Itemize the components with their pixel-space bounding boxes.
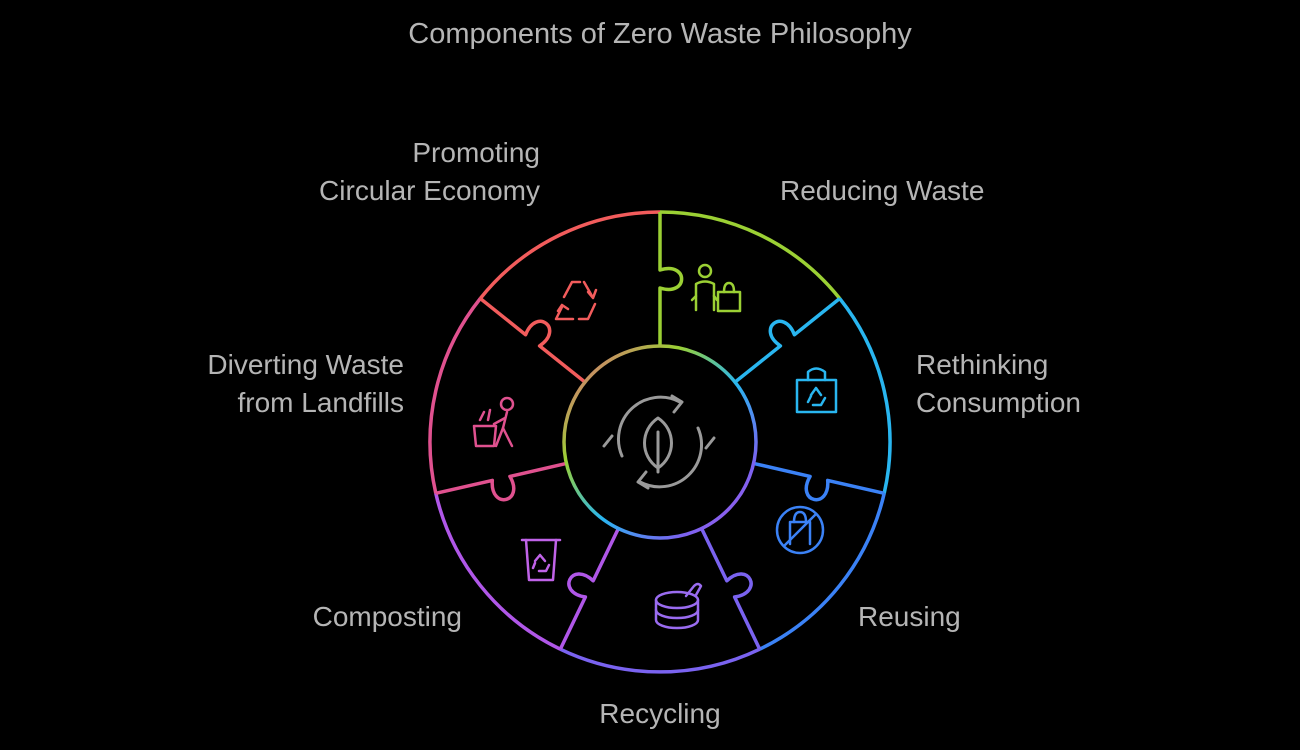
recycling-bag-icon [795,367,838,414]
segment-circular-economy-outer[interactable] [478,210,661,300]
person-pushing-bin-icon [472,396,515,448]
divider-reducing-rethinking [733,297,841,384]
segment-reducing-waste-outer[interactable] [659,210,842,300]
segment-diverting-waste-outer[interactable] [428,297,482,494]
label-reducing-waste: Reducing Waste [780,175,985,206]
center-circle [562,344,758,540]
leaf-cycle-icon [602,394,716,490]
no-plastic-bag-icon [775,505,825,555]
divider-recycling-composting [558,527,620,650]
segment-reusing-outer[interactable] [758,492,886,651]
recycle-arrows-icon [554,280,598,321]
person-shopping-bag-icon [690,263,742,313]
divider-diverting-circular [479,297,587,384]
compost-bin-icon [520,538,562,582]
diagram-title: Components of Zero Waste Philosophy [408,18,912,50]
segment-composting-outer[interactable] [434,492,562,651]
label-promoting-circular-economy: Promoting Circular Economy [319,137,540,206]
segment-recycling-outer[interactable] [559,647,761,674]
label-composting: Composting [312,601,462,632]
divider-circular-reducing [658,212,684,346]
segment-rethinking-consumption-outer[interactable] [838,297,892,494]
divider-rethinking-reusing [753,461,885,502]
label-diverting-waste: Diverting Waste from Landfills [207,349,404,418]
divider-reusing-recycling [700,527,762,650]
divider-composting-diverting [435,461,567,502]
label-reusing: Reusing [858,601,961,632]
label-recycling: Recycling [599,698,721,729]
label-rethinking-consumption: Rethinking Consumption [916,349,1081,418]
tin-can-icon [654,582,703,630]
